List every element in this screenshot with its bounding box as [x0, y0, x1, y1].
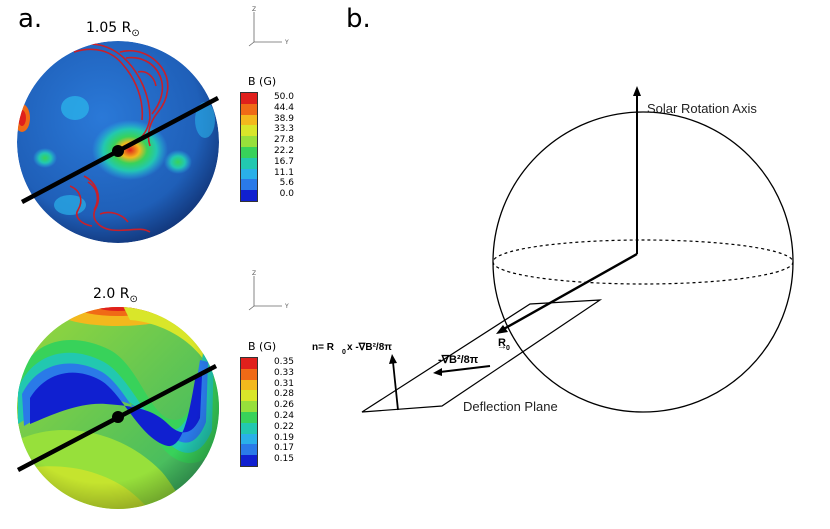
top-colorbar-swatch: [241, 136, 257, 147]
r0-label: → R 0: [497, 337, 510, 352]
bottom-colorbar-tick-label: 0.24: [273, 410, 294, 421]
r0-vector-arrowhead: [496, 325, 508, 334]
normal-label-pre: n= R: [312, 342, 335, 353]
bottom-axis-y: Y: [285, 303, 289, 310]
bottom-colorbar-tick-label: 0.19: [273, 432, 294, 443]
top-colorbar-swatch: [241, 190, 257, 201]
bottom-colorbar-tick-label: 0.15: [273, 454, 294, 465]
top-mini-axes: [248, 12, 282, 47]
normal-label-sub: 0: [342, 349, 346, 356]
normal-vector-arrowhead: [389, 354, 397, 364]
equator-dashed: [492, 239, 794, 285]
bottom-mini-axes: [248, 276, 282, 311]
top-axis-z: Z: [252, 6, 257, 13]
sun-sphere: [492, 111, 794, 413]
deflection-plane: [361, 299, 603, 413]
bottom-colorbar-swatch: [241, 358, 257, 369]
normal-label-post: x -∇B²/8π: [347, 342, 392, 353]
top-colorbar: [240, 92, 258, 202]
top-sphere-center-dot: [112, 145, 124, 157]
top-colorbar-tick-label: 27.8: [273, 135, 294, 146]
top-colorbar-swatch: [241, 157, 257, 169]
r0-label-text: R: [498, 337, 506, 349]
top-colorbar-swatch: [241, 114, 257, 126]
top-colorbar-tick-label: 5.6: [279, 178, 294, 189]
top-colorbar-tick-label: 38.9: [273, 113, 294, 124]
bottom-colorbar-swatch: [241, 422, 257, 434]
top-colorbar-tick-label: 0.0: [279, 189, 294, 200]
bottom-colorbar-swatch: [241, 433, 257, 445]
top-sphere-title: 1.05 R⊙: [86, 20, 140, 39]
bottom-colorbar-swatch: [241, 455, 257, 466]
top-sphere-title-sub: ⊙: [131, 27, 140, 39]
normal-label: n= R 0 x -∇B²/8π: [312, 342, 392, 356]
panel-a-label: a.: [18, 4, 43, 34]
top-colorbar-tick-label: 50.0: [273, 92, 294, 102]
bottom-colorbar-swatch: [241, 401, 257, 412]
bottom-axis-z: Z: [252, 270, 257, 277]
rotation-axis-arrowhead: [633, 86, 641, 96]
bottom-colorbar-swatch: [241, 411, 257, 423]
bottom-sphere-title-sub: ⊙: [129, 293, 138, 305]
top-colorbar-swatch: [241, 168, 257, 180]
rotation-axis-label: Solar Rotation Axis: [647, 101, 757, 116]
top-sphere-title-text: 1.05 R: [86, 20, 132, 36]
bottom-sphere: [17, 307, 219, 509]
top-colorbar-tick-label: 22.2: [273, 145, 294, 156]
bottom-colorbar: [240, 357, 258, 467]
bottom-sphere-center-dot: [112, 411, 124, 423]
top-sphere: [17, 41, 219, 243]
deflection-plane-label: Deflection Plane: [463, 399, 558, 414]
top-axis-y: Y: [285, 39, 289, 46]
top-colorbar-swatch: [241, 93, 257, 104]
top-colorbar-tick-label: 11.1: [273, 167, 294, 178]
bottom-colorbar-swatch: [241, 379, 257, 391]
top-colorbar-tick-label: 33.3: [273, 124, 294, 135]
gradient-vector-arrowhead: [433, 368, 442, 376]
bottom-colorbar-tick-label: 0.26: [273, 400, 294, 411]
bottom-colorbar-swatch: [241, 390, 257, 402]
bottom-colorbar-tick-label: 0.31: [273, 378, 294, 389]
svg-text:→: →: [497, 341, 507, 352]
top-colorbar-swatch: [241, 125, 257, 137]
top-colorbar-swatch: [241, 179, 257, 191]
bottom-colorbar-tick-label: 0.17: [273, 443, 294, 454]
bottom-sphere-title-text: 2.0 R: [93, 286, 130, 302]
panel-b-label: b.: [346, 4, 371, 34]
gradient-label: -∇B²/8π: [438, 354, 479, 366]
bottom-colorbar-tick-label: 0.22: [273, 421, 294, 432]
bottom-colorbar-swatch: [241, 368, 257, 380]
bottom-colorbar-tick-label: 0.33: [273, 367, 294, 378]
top-colorbar-swatch: [241, 146, 257, 158]
bottom-colorbar-tick-label: 0.35: [273, 357, 294, 367]
bottom-colorbar-title: B (G): [248, 340, 277, 353]
panel-b-diagram: [361, 86, 794, 413]
bottom-colorbar-tick-label: 0.28: [273, 389, 294, 400]
r0-label-sub: 0: [506, 345, 510, 352]
normal-vector-line: [392, 361, 399, 411]
bottom-sphere-title: 2.0 R⊙: [93, 286, 138, 305]
r0-vector-line: [501, 252, 638, 332]
top-colorbar-tick-label: 44.4: [273, 102, 294, 113]
bottom-colorbar-swatch: [241, 444, 257, 456]
gradient-vector-line: [439, 365, 491, 373]
top-colorbar-swatch: [241, 103, 257, 115]
top-colorbar-tick-label: 16.7: [273, 156, 294, 167]
top-colorbar-title: B (G): [248, 75, 277, 88]
